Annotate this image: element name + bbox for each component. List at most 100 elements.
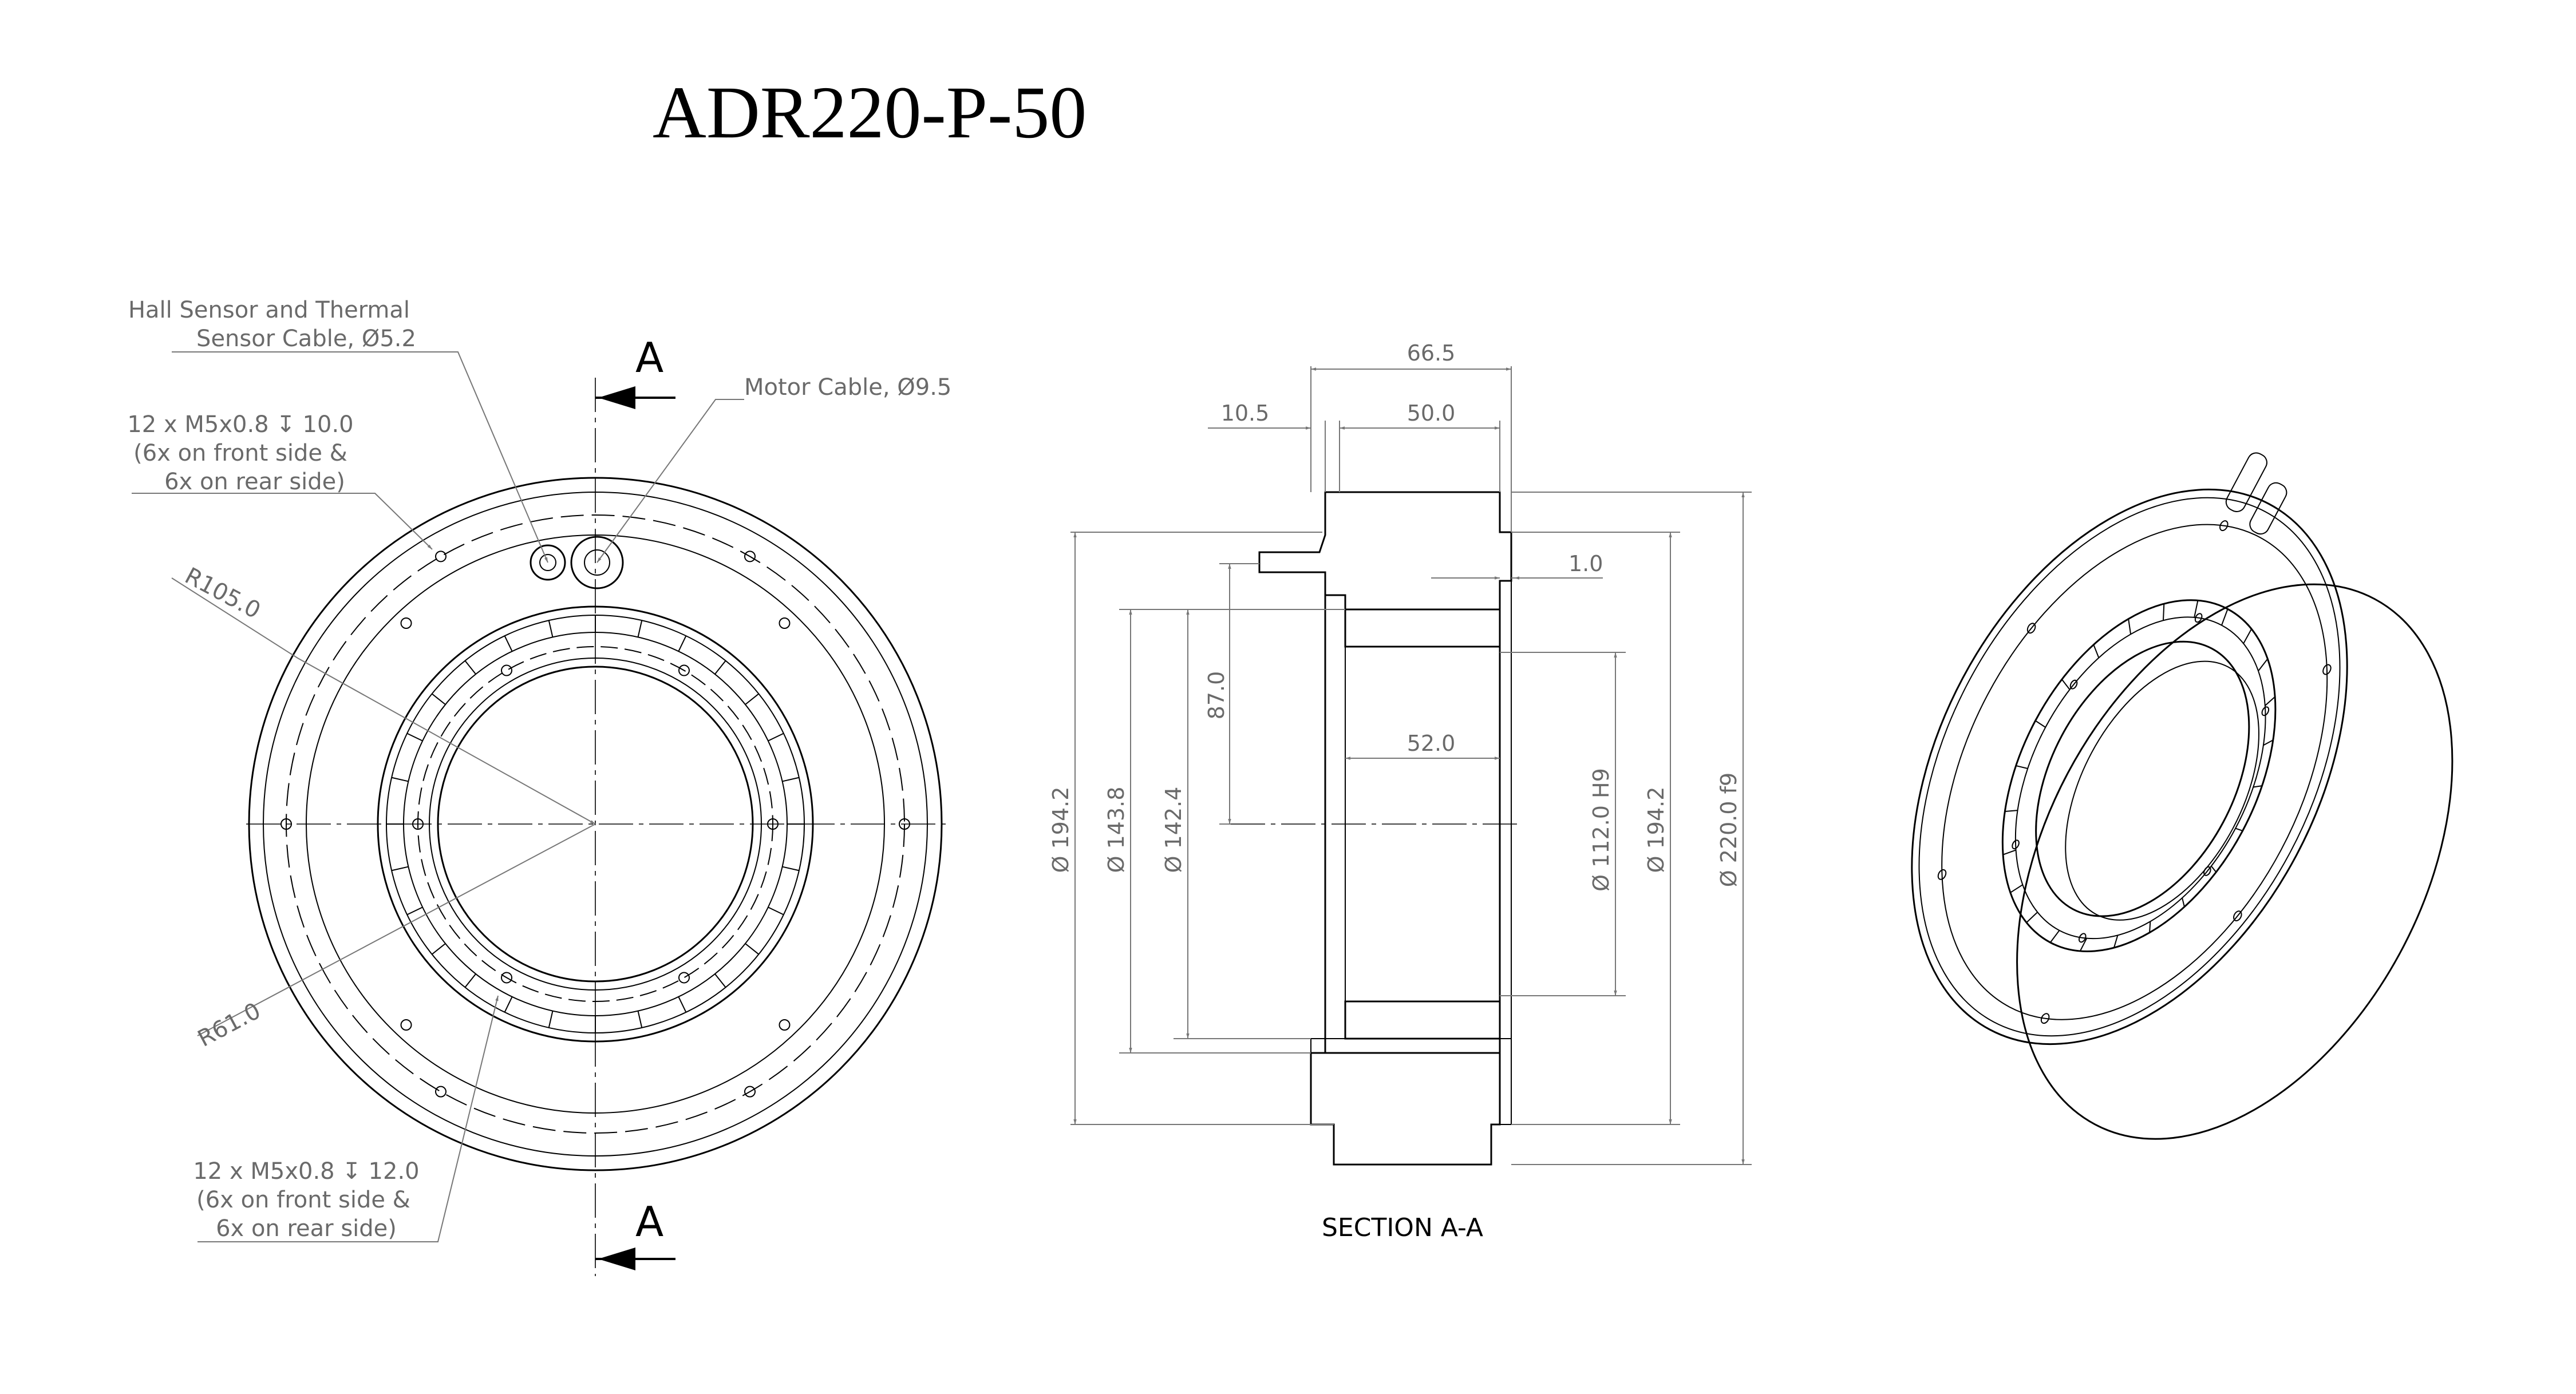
outer-bolt-hole bbox=[779, 617, 791, 629]
dim-width-total: 66.5 bbox=[1407, 340, 1456, 366]
rotor-slot bbox=[548, 1011, 554, 1028]
rotor-slot bbox=[432, 943, 446, 955]
dimension-lines bbox=[1073, 367, 1745, 1165]
rotor-slot bbox=[637, 620, 643, 637]
rotor-slot bbox=[432, 693, 446, 705]
iso-rotor-slot bbox=[2113, 935, 2119, 948]
iso-rotor-slot bbox=[2061, 679, 2071, 690]
inner-bolt-hole bbox=[678, 664, 690, 676]
iso-bolt-hole bbox=[2203, 866, 2211, 876]
iso-stator-ring bbox=[1941, 524, 2328, 1020]
callout-r61: R61.0 bbox=[193, 997, 265, 1052]
leader-r61 bbox=[197, 823, 596, 1036]
leader-motor-cable bbox=[596, 399, 744, 563]
rotor-slot bbox=[745, 943, 759, 955]
outer-bolt-hole bbox=[744, 551, 756, 563]
iso-rotor-slot bbox=[2005, 810, 2018, 812]
dim-dia-194-left: Ø 194.2 bbox=[1048, 787, 1073, 873]
dim-dia-143: Ø 143.8 bbox=[1104, 787, 1129, 873]
iso-bolt-hole bbox=[2233, 910, 2242, 921]
iso-bolt-hole bbox=[1937, 869, 1947, 880]
rotor-slot bbox=[678, 635, 687, 652]
callout-motor-cable: Motor Cable, Ø9.5 bbox=[744, 374, 951, 401]
rotor-slot bbox=[745, 693, 759, 705]
rotor-slot bbox=[406, 906, 423, 916]
outer-bolt-hole bbox=[744, 1086, 756, 1098]
section-arrow-top: A bbox=[595, 334, 675, 409]
isometric-view bbox=[1911, 452, 2453, 1140]
leader-r105 bbox=[171, 577, 596, 825]
iso-rotor-slot bbox=[2010, 884, 2023, 893]
iso-bore bbox=[2035, 640, 2250, 917]
leader-front-holes bbox=[132, 493, 433, 550]
drawing-title: ADR220-P-50 bbox=[653, 72, 1086, 154]
hall-sensor-port bbox=[530, 544, 566, 581]
rotor-slot bbox=[782, 777, 800, 782]
motor-cable-port bbox=[570, 536, 624, 589]
iso-rotor-slot bbox=[2035, 720, 2046, 728]
iso-rotor-slot bbox=[2194, 600, 2199, 618]
iso-bolt-hole bbox=[2069, 679, 2078, 690]
rotor-slot bbox=[678, 996, 687, 1013]
rotor-slot bbox=[464, 973, 476, 988]
iso-bolt-hole bbox=[2322, 664, 2332, 675]
iso-bolt-holes bbox=[1937, 520, 2332, 1024]
outer-bolt-holes bbox=[280, 551, 910, 1098]
lower-magnet bbox=[1344, 1000, 1501, 1040]
front-view: A A Hall Sensor and Thermal Sensor Cable… bbox=[127, 297, 951, 1276]
dim-shaft-offset: 10.5 bbox=[1221, 401, 1270, 426]
section-letter-bottom: A bbox=[635, 1198, 663, 1246]
iso-bolt-hole bbox=[2261, 706, 2270, 716]
callout-rear-holes-line2: (6x on front side & bbox=[196, 1187, 410, 1213]
rotor-slot bbox=[504, 635, 513, 652]
rotor-slot bbox=[782, 866, 800, 872]
outer-bolt-hole bbox=[779, 1019, 791, 1031]
leader-hall-sensor bbox=[172, 351, 548, 563]
dim-dia-142: Ø 142.4 bbox=[1161, 787, 1186, 873]
callout-front-holes-line3: 6x on rear side) bbox=[164, 469, 345, 495]
iso-rotor-slot bbox=[2128, 619, 2132, 635]
lower-housing bbox=[1310, 1052, 1501, 1166]
iso-rotor-slot bbox=[2265, 696, 2275, 706]
callout-hall-line1: Hall Sensor and Thermal bbox=[128, 297, 410, 323]
outer-bolt-hole bbox=[400, 1019, 412, 1031]
dim-gap: 1.0 bbox=[1568, 551, 1603, 576]
inner-bolt-hole bbox=[678, 972, 690, 984]
section-caption: SECTION A-A bbox=[1322, 1213, 1483, 1242]
iso-rotor-slot bbox=[2243, 628, 2252, 644]
rotor-slot bbox=[391, 866, 409, 872]
rotor-slot bbox=[768, 906, 784, 916]
section-letter-top: A bbox=[635, 334, 663, 382]
callout-rear-holes-line3: 6x on rear side) bbox=[216, 1215, 397, 1242]
iso-rotor-slot bbox=[2263, 739, 2274, 746]
iso-bolt-hole bbox=[2012, 839, 2020, 850]
hall-sensor-port-inner bbox=[539, 554, 556, 571]
iso-bolt-hole bbox=[2078, 933, 2087, 943]
rotor-slot bbox=[391, 777, 409, 782]
iso-rotor-slot bbox=[2016, 765, 2028, 770]
outer-bolt-hole bbox=[400, 617, 412, 629]
iso-front-face-rim bbox=[1918, 497, 2341, 1037]
iso-rotor-slot bbox=[2149, 921, 2151, 933]
callout-r105: R105.0 bbox=[180, 563, 264, 624]
upper-housing bbox=[1258, 491, 1512, 611]
dim-dia-194-right: Ø 194.2 bbox=[1643, 787, 1669, 873]
section-view: 66.5 10.5 50.0 52.0 1.0 87.0 Ø 194.2 Ø 1… bbox=[1048, 340, 1752, 1242]
callout-rear-holes-line1: 12 x M5x0.8 ↧ 12.0 bbox=[193, 1158, 419, 1185]
iso-bolt-hole bbox=[2219, 520, 2229, 532]
iso-rotor-slot bbox=[2002, 849, 2016, 856]
dim-height-87: 87.0 bbox=[1204, 671, 1229, 720]
dim-dia-220: Ø 220.0 f9 bbox=[1716, 773, 1741, 887]
motor-cable-port-inner bbox=[584, 549, 610, 576]
section-arrow-bottom: A bbox=[595, 1198, 675, 1270]
callout-front-holes-line1: 12 x M5x0.8 ↧ 10.0 bbox=[127, 411, 353, 438]
inner-bolt-holes bbox=[412, 664, 779, 984]
rotor-slot bbox=[504, 996, 513, 1013]
iso-rotor-slots bbox=[2002, 600, 2275, 952]
iso-rotor-slot bbox=[2079, 938, 2088, 952]
rotor-slot bbox=[548, 620, 554, 637]
callout-front-holes-line2: (6x on front side & bbox=[133, 440, 347, 466]
rotor-slot bbox=[637, 1011, 643, 1028]
iso-bolt-hole bbox=[2194, 613, 2203, 623]
